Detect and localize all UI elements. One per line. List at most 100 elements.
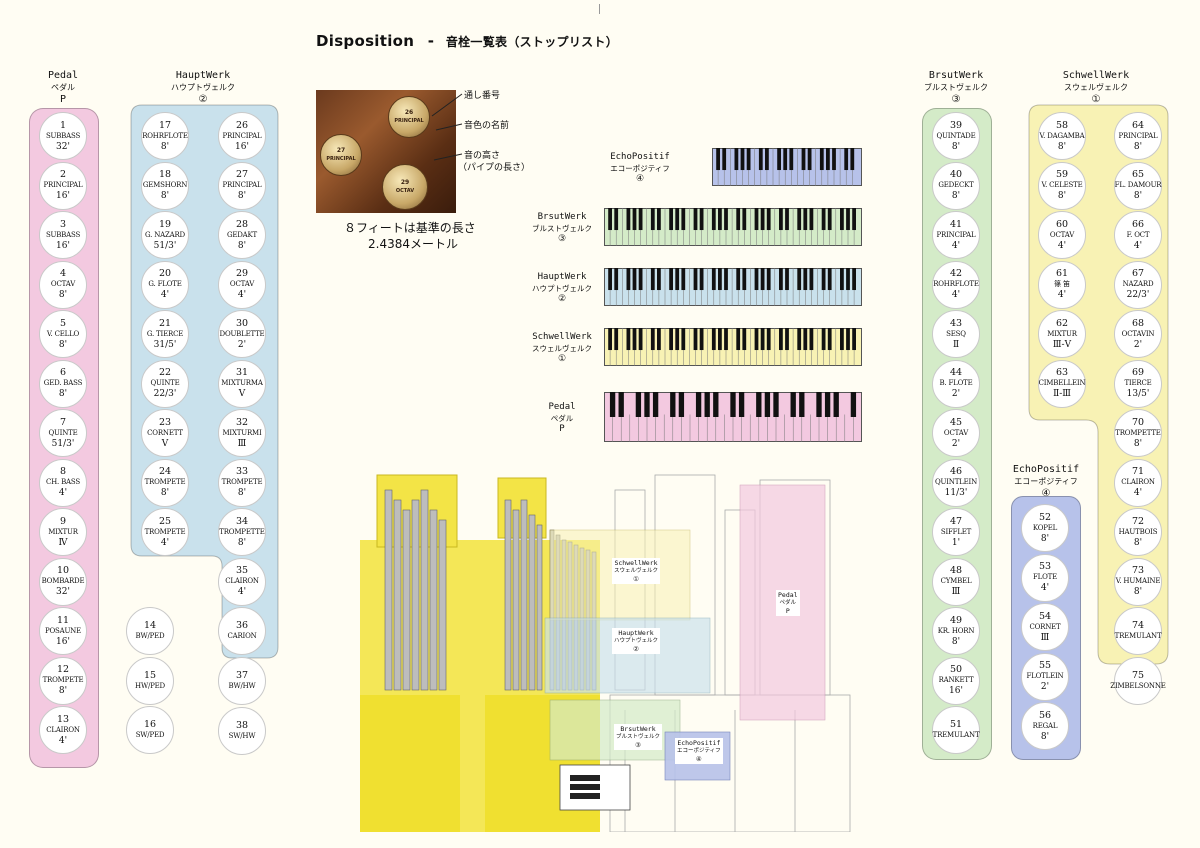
stop-number: 26 [235, 119, 249, 131]
organ-label-name: HauptWerk [618, 629, 654, 637]
stop-number: 27 [235, 169, 249, 180]
stop-number: 44 [949, 367, 963, 378]
keyboard-label-jp: ブルストヴェルク [532, 224, 592, 233]
stop-name: PRINCIPAL [43, 181, 83, 189]
stop-name: FLOTE [1032, 573, 1058, 581]
stop-name: OCTAV [1049, 230, 1075, 239]
stop-name: TREMULANT [932, 731, 980, 739]
stop-number: 23 [158, 416, 172, 428]
keyboard-label-name: SchwellWerk [532, 332, 592, 342]
schwell-name: SchwellWerk [1062, 70, 1130, 81]
stop-name: TREMULANT [1114, 632, 1162, 640]
stop-name: FLOTLEIN [1026, 672, 1064, 680]
black-key [699, 328, 704, 351]
black-key [852, 268, 856, 291]
stop-pitch: 8' [58, 339, 68, 350]
stop-name: OCTAVIN [1121, 329, 1155, 338]
stop-name: B. FLOTE [939, 379, 973, 387]
black-key [801, 148, 806, 171]
stop-name: SIFFLET [940, 527, 972, 536]
stop-pitch: 11/3' [944, 488, 968, 498]
stop-pitch: 2' [951, 389, 961, 399]
stop-number: 53 [1038, 561, 1052, 572]
stop-number: 33 [235, 466, 249, 477]
black-key [681, 208, 686, 231]
